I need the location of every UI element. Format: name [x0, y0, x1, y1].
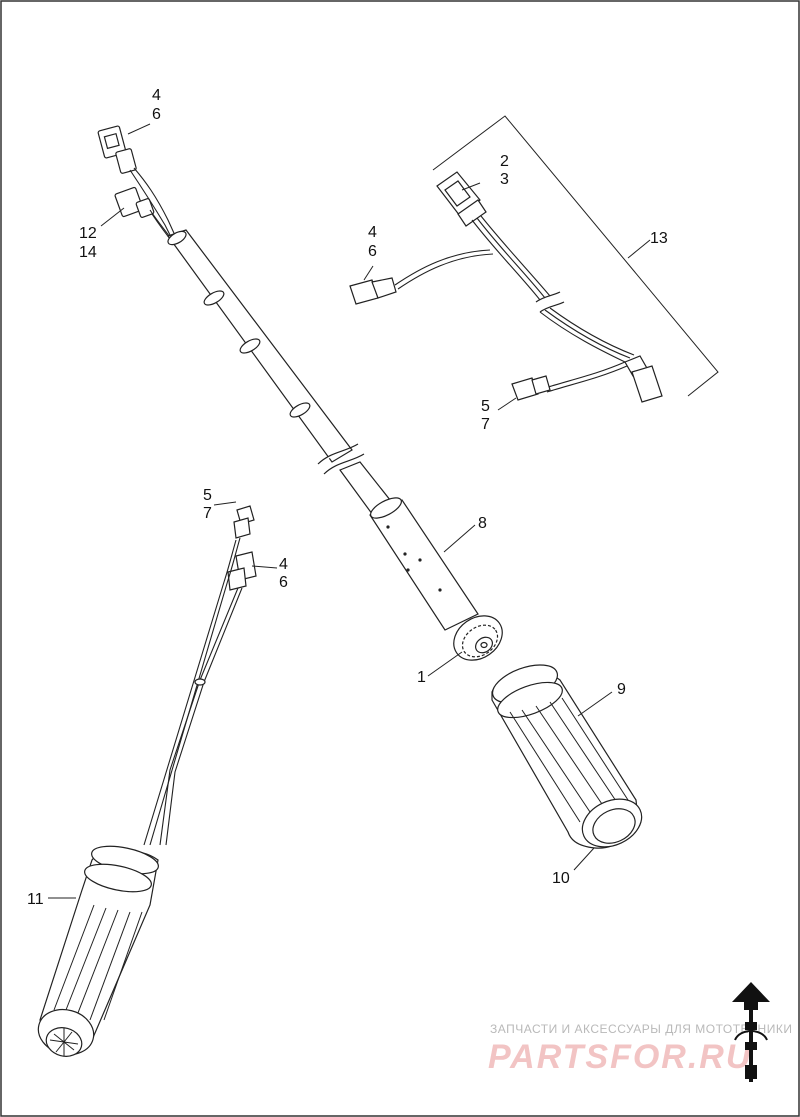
- callout-13: 13: [650, 230, 668, 247]
- callout-4-6-right-b: 6: [368, 243, 377, 260]
- callout-5-7-left-a: 5: [203, 487, 212, 504]
- left-grip-assembly: [37, 505, 257, 1057]
- leader-lines: [48, 123, 651, 899]
- callout-labels: 4 6 12 14 2 3 13 4 6 5 7 8 5 7 4 6 1 9 1…: [27, 87, 668, 908]
- callout-4-6-right-a: 4: [368, 224, 377, 241]
- callout-11: 11: [27, 891, 44, 908]
- callout-5-7-right-b: 7: [481, 416, 490, 433]
- main-cable-assembly: [97, 125, 503, 661]
- connector-left-4-6: [227, 551, 257, 591]
- callout-12-14-b: 14: [79, 244, 97, 261]
- connector-2-3: [436, 171, 487, 227]
- callout-2-3-a: 2: [500, 153, 509, 170]
- watermark-caption: ЗАПЧАСТИ И АКСЕССУАРЫ ДЛЯ МОТОТЕХНИКИ: [490, 1022, 792, 1036]
- connector-harness-5-7: [511, 375, 551, 401]
- callout-4-6-left-b: 6: [279, 574, 288, 591]
- callout-12-14-a: 12: [79, 225, 97, 242]
- callout-1: 1: [417, 669, 426, 686]
- watermark-logo: PARTSFOR.RU: [488, 1038, 752, 1076]
- callout-5-7-left-b: 7: [203, 505, 212, 522]
- callout-10: 10: [552, 870, 570, 887]
- callout-4-6-left-a: 4: [279, 556, 288, 573]
- harness-13: [349, 115, 719, 403]
- connector-harness-4-6: [349, 277, 397, 305]
- callout-5-7-right-a: 5: [481, 398, 490, 415]
- callout-8: 8: [478, 515, 487, 532]
- connector-harness-end: [624, 355, 663, 403]
- right-grip: [491, 664, 643, 849]
- callout-4-6-top-b: 6: [152, 106, 161, 123]
- callout-2-3-b: 3: [500, 171, 509, 188]
- connector-top: [97, 125, 137, 174]
- connector-12-14: [114, 186, 155, 218]
- watermark: ЗАПЧАСТИ И АКСЕССУАРЫ ДЛЯ МОТОТЕХНИКИ PA…: [488, 1022, 792, 1076]
- callout-9: 9: [617, 681, 626, 698]
- connector-left-5-7: [233, 505, 255, 539]
- callout-4-6-top-a: 4: [152, 87, 161, 104]
- up-arrow-icon: [732, 982, 770, 1082]
